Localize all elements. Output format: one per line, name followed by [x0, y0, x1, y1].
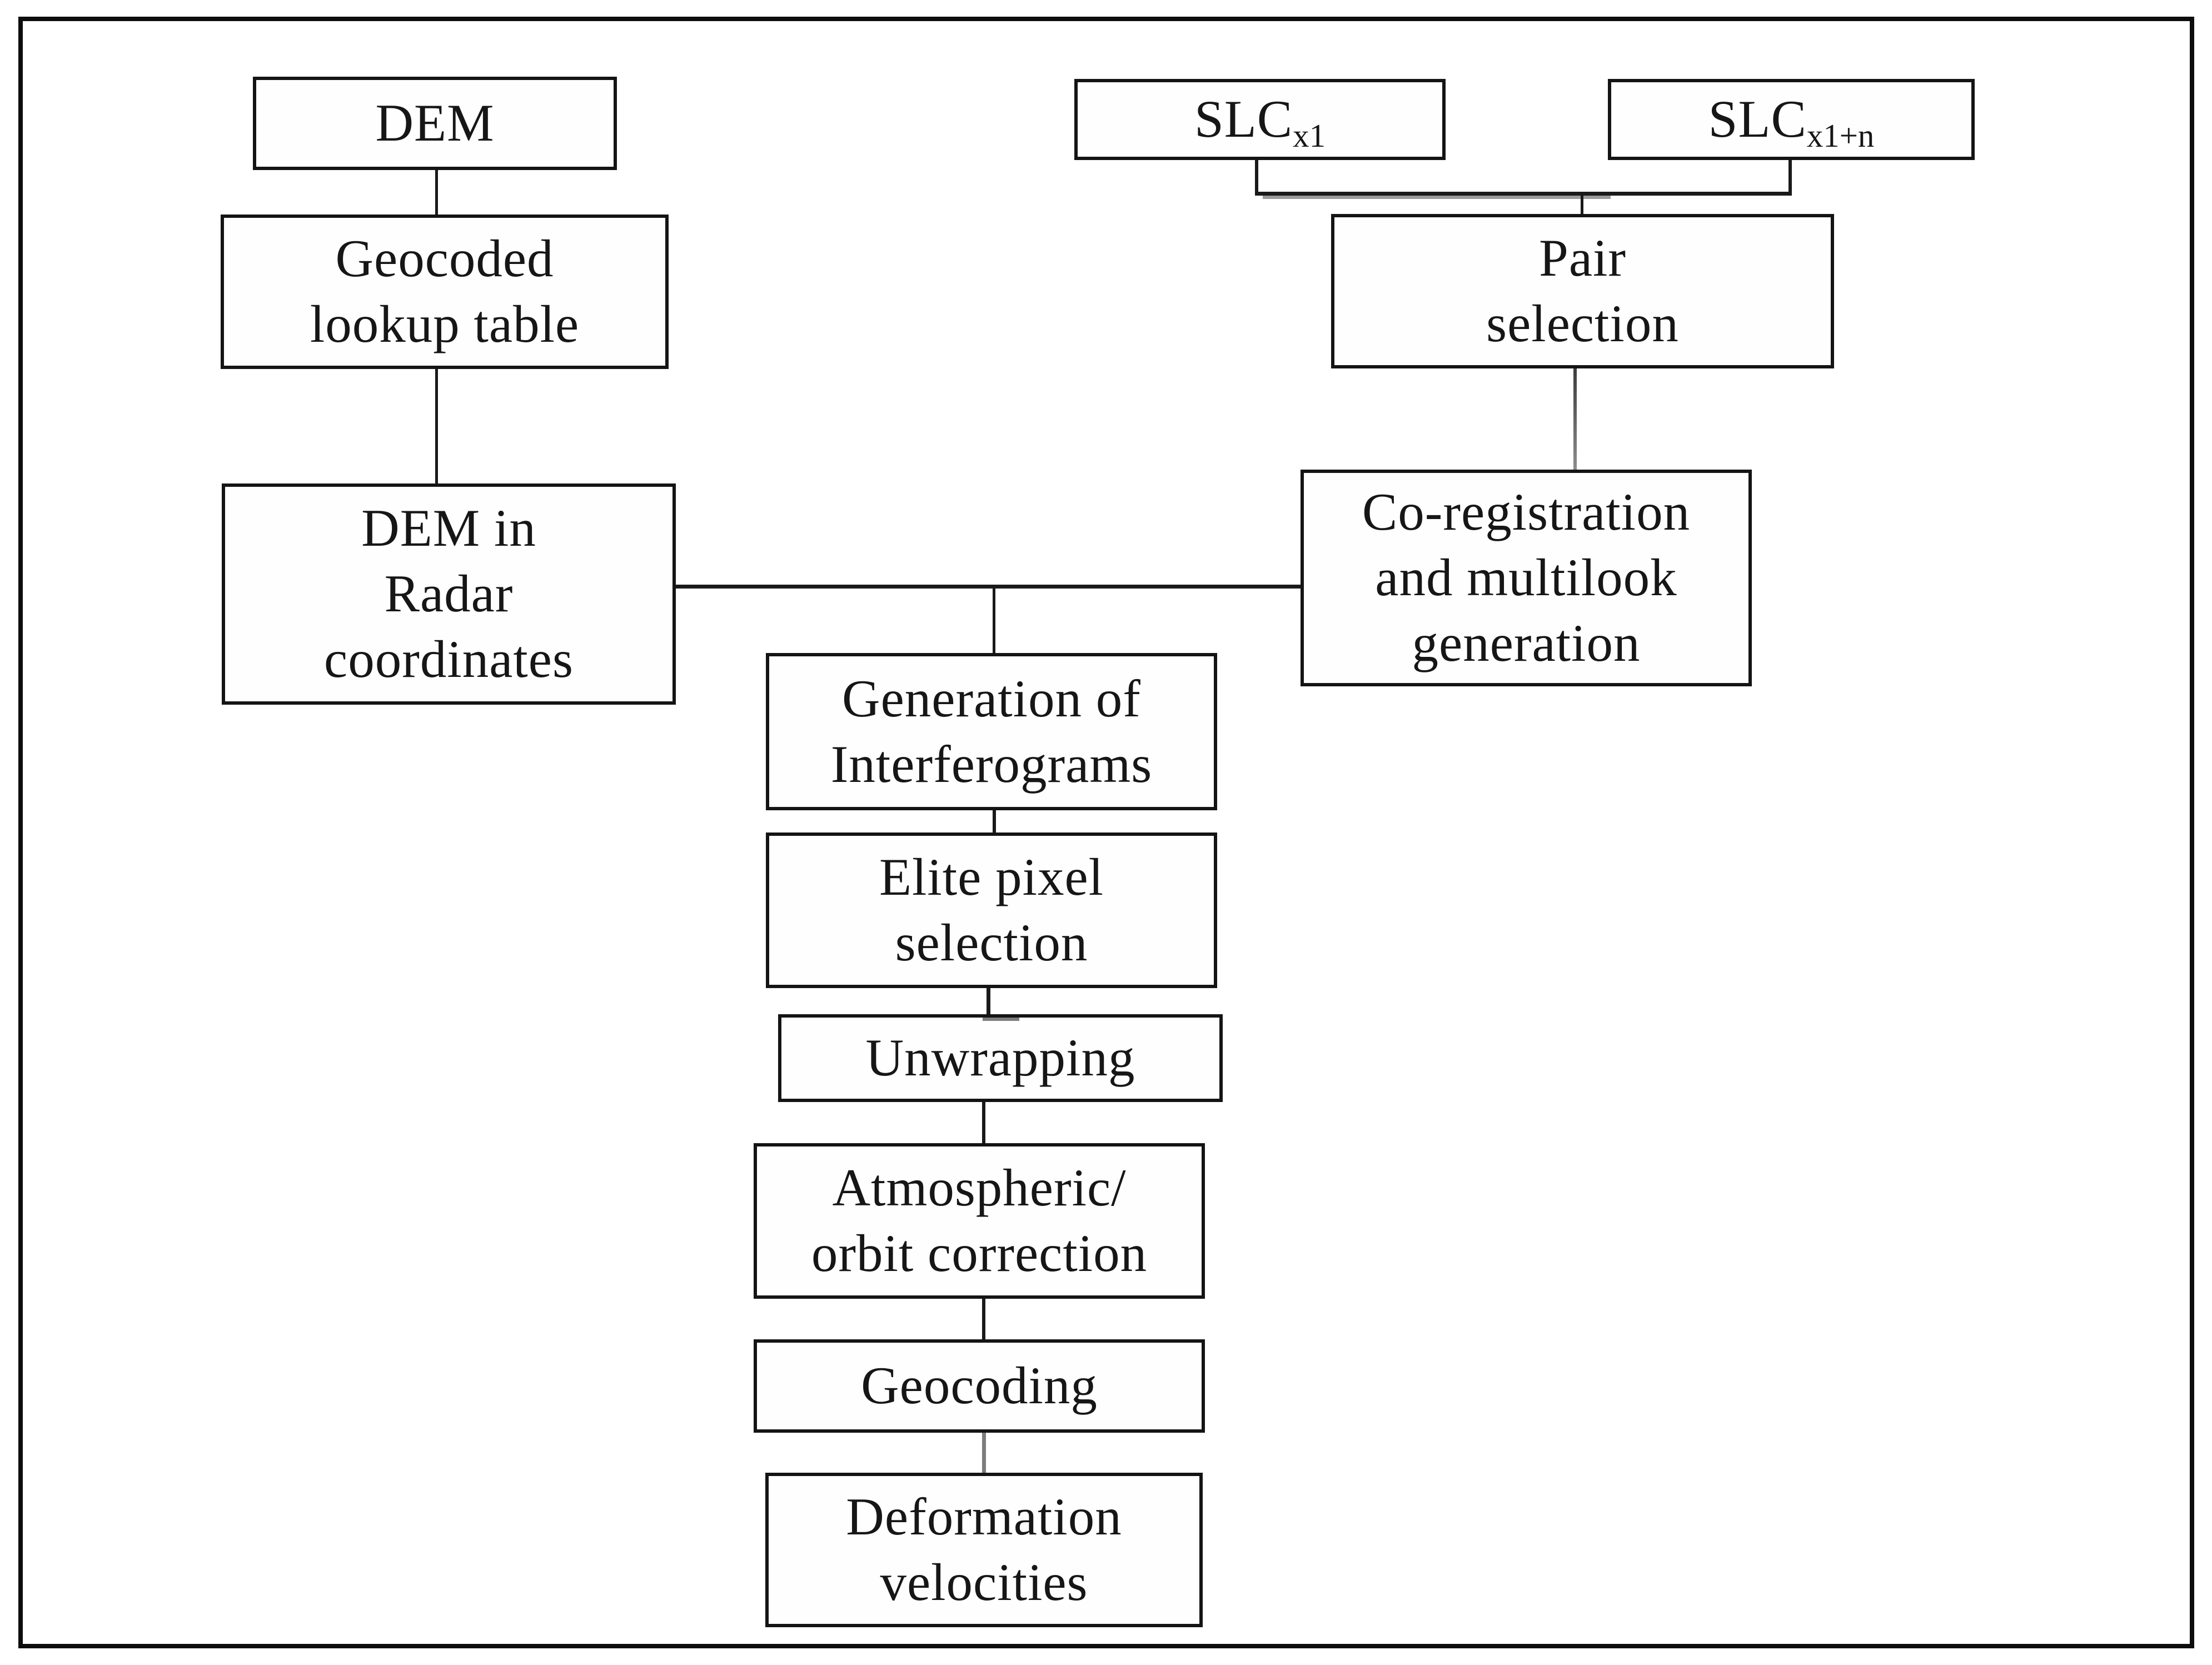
connector-geocoding-to-deformation	[982, 1433, 986, 1473]
connector-slc-merge-horizontal	[1255, 192, 1792, 196]
connector-pair-to-coregistration	[1573, 368, 1577, 470]
node-label: Elite pixel	[879, 848, 1104, 907]
slc-subscript: x1+n	[1806, 117, 1875, 154]
node-unwrapping: Unwrapping	[778, 1014, 1223, 1102]
connector-geocoded-to-demradar	[435, 369, 438, 483]
connector-atmospheric-to-geocoding	[982, 1299, 985, 1339]
node-label: Atmospheric/	[832, 1158, 1127, 1218]
connector-generation-to-elite	[993, 810, 996, 832]
node-label: Unwrapping	[865, 1028, 1135, 1088]
node-coregistration-multilook: Co-registration and multilook generation	[1301, 470, 1752, 686]
node-slc-x1-plus-n: SLCx1+n	[1608, 79, 1975, 160]
node-label: Interferograms	[830, 734, 1153, 794]
connector-merge-to-pair-selection	[1581, 196, 1583, 214]
node-label: Geocoded	[335, 229, 554, 288]
connector-slc-x1-down	[1255, 160, 1258, 193]
slc-base: SLC	[1194, 89, 1293, 149]
connector-drop-to-generation	[993, 589, 995, 653]
node-label: Co-registration	[1362, 482, 1691, 542]
node-label: orbit correction	[811, 1224, 1148, 1283]
node-label: DEM	[375, 93, 495, 153]
node-atmospheric-orbit-correction: Atmospheric/ orbit correction	[754, 1143, 1205, 1299]
node-label: generation	[1412, 613, 1641, 672]
connector-unwrapping-gray-dash	[983, 1018, 1019, 1021]
node-label: DEM in	[361, 498, 536, 558]
node-elite-pixel-selection: Elite pixel selection	[766, 832, 1217, 988]
node-label: selection	[1486, 294, 1679, 353]
node-slc-x1: SLCx1	[1074, 79, 1446, 160]
node-label: Pair	[1538, 228, 1627, 288]
node-deformation-velocities: Deformation velocities	[765, 1473, 1203, 1627]
slc-subscript: x1	[1293, 117, 1326, 154]
connector-demradar-coreg-horizontal	[676, 585, 1301, 589]
node-label: Radar	[384, 564, 514, 624]
node-label: Deformation	[846, 1487, 1122, 1547]
node-geocoding: Geocoding	[754, 1339, 1205, 1433]
node-label: Generation of	[842, 669, 1141, 728]
node-label: Geocoding	[861, 1356, 1098, 1415]
node-label: velocities	[880, 1553, 1088, 1612]
node-dem: DEM	[253, 77, 617, 170]
connector-slc-x1n-down	[1788, 160, 1792, 193]
connector-dem-to-geocoded	[435, 170, 438, 215]
node-label: and multilook	[1375, 548, 1677, 607]
connector-elite-to-unwrapping	[987, 988, 990, 1014]
node-pair-selection: Pair selection	[1331, 214, 1834, 368]
node-label: SLCx1	[1194, 87, 1326, 154]
node-geocoded-lookup-table: Geocoded lookup table	[221, 215, 669, 369]
node-generation-of-interferograms: Generation of Interferograms	[766, 653, 1217, 810]
node-dem-in-radar-coordinates: DEM in Radar coordinates	[222, 483, 676, 705]
node-label: selection	[895, 913, 1088, 972]
node-label: SLCx1+n	[1708, 87, 1875, 154]
connector-unwrapping-to-atmospheric	[982, 1102, 985, 1143]
connector-slc-merge-gray-shadow	[1263, 196, 1611, 199]
slc-base: SLC	[1708, 89, 1807, 149]
node-label: coordinates	[324, 629, 574, 689]
node-label: lookup table	[310, 295, 580, 353]
